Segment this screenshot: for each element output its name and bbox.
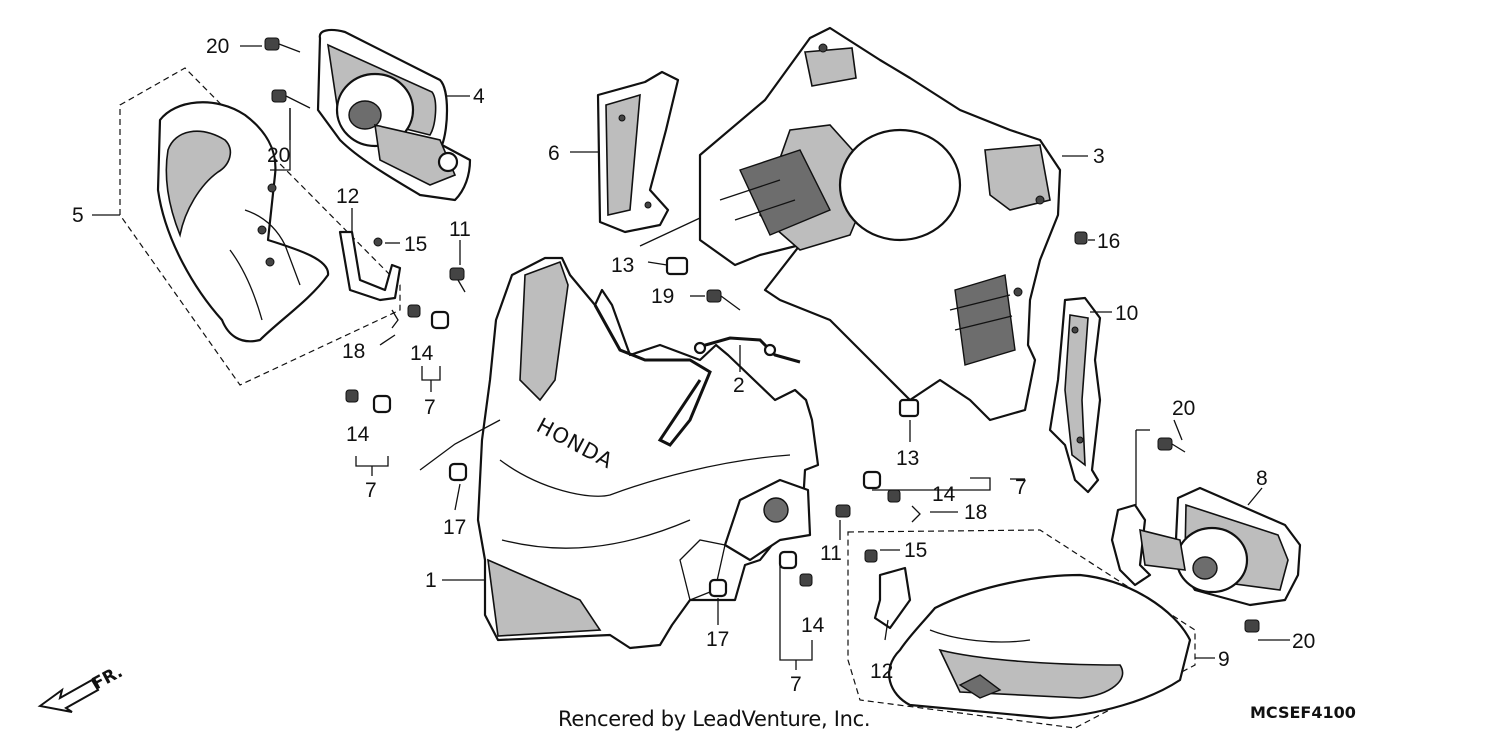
callout-labels: 20 4 20 5 12 15 11 18 14 7 14 7 17 1 6 1… — [72, 35, 1315, 696]
callout-11: 11 — [820, 542, 842, 565]
callout-7: 7 — [424, 396, 436, 419]
callout-20: 20 — [206, 35, 229, 58]
part-10-right-bracket — [1048, 296, 1102, 494]
callout-15: 15 — [404, 233, 427, 256]
callout-13: 13 — [896, 447, 919, 470]
callout-4: 4 — [473, 85, 485, 108]
callout-6: 6 — [548, 142, 560, 165]
part-3-inner-panel — [698, 26, 1062, 422]
diagram-code: MCSEF4100 — [1250, 703, 1356, 722]
callout-14: 14 — [346, 423, 370, 446]
callout-17: 17 — [443, 516, 466, 539]
callout-3: 3 — [1093, 145, 1105, 168]
callout-14: 14 — [410, 342, 434, 365]
callout-18: 18 — [342, 340, 365, 363]
callout-16: 16 — [1097, 230, 1120, 253]
callout-13: 13 — [611, 254, 634, 277]
callout-2: 2 — [733, 374, 745, 397]
part-4-left-mirror — [316, 28, 472, 202]
callout-14: 14 — [932, 483, 956, 506]
callout-18: 18 — [964, 501, 987, 524]
render-credit: Rencered by LeadVenture, Inc. — [558, 707, 871, 731]
front-direction-marker: FR. — [37, 662, 126, 713]
callout-20: 20 — [267, 144, 290, 167]
callout-20: 20 — [1292, 630, 1315, 653]
hardware-bolts — [264, 37, 1260, 633]
part-6-inner-bracket — [596, 70, 680, 234]
callout-10: 10 — [1115, 302, 1138, 325]
callout-8: 8 — [1256, 467, 1268, 490]
callout-17: 17 — [706, 628, 729, 651]
callout-1: 1 — [425, 569, 437, 592]
callout-20: 20 — [1172, 397, 1195, 420]
callout-19: 19 — [651, 285, 674, 308]
part-2-wire-bracket — [593, 304, 801, 447]
callout-9: 9 — [1218, 648, 1230, 671]
part-9-right-mirror-cover — [847, 529, 1196, 729]
callout-7: 7 — [790, 673, 802, 696]
leader-lines — [92, 45, 1290, 670]
callout-12: 12 — [336, 185, 359, 208]
callout-5: 5 — [72, 204, 84, 227]
part-5-left-mirror-cover — [119, 67, 401, 386]
callout-12: 12 — [870, 660, 893, 683]
callout-15: 15 — [904, 539, 927, 562]
part-1-upper-cowl: HONDA — [476, 256, 820, 650]
callout-7: 7 — [1015, 476, 1027, 499]
callout-14: 14 — [801, 614, 825, 637]
callout-11: 11 — [449, 218, 471, 241]
part-8-right-mirror — [1110, 486, 1302, 607]
callout-7: 7 — [365, 479, 377, 502]
